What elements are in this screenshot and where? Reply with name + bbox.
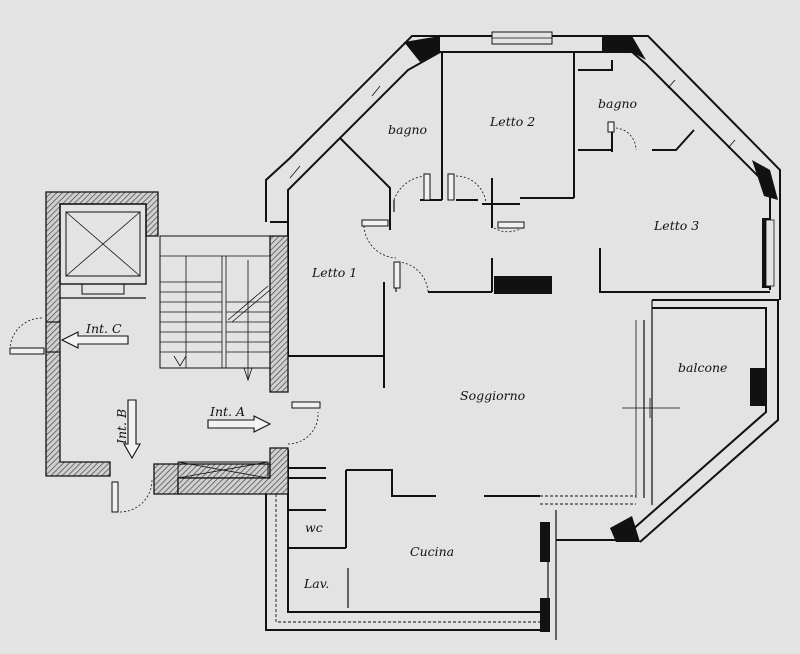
- interior-walls: [265, 52, 770, 640]
- entrance-label-int-c: Int. C: [85, 321, 122, 336]
- room-label-letto-2: Letto 2: [489, 114, 535, 129]
- room-label-wc: wc: [305, 520, 323, 535]
- stair-treads-left: [160, 281, 222, 353]
- room-label-bagno-1: bagno: [388, 122, 427, 137]
- arrow-c-icon: [60, 331, 129, 349]
- entrance-label-int-b: Int. B: [114, 409, 129, 445]
- entrance-label-int-a: Int. A: [209, 404, 245, 419]
- balcony-walls: [610, 299, 779, 543]
- door-leaves: [9, 121, 615, 513]
- room-label-cucina: Cucina: [410, 544, 454, 559]
- room-label-bagno-2: bagno: [598, 96, 637, 111]
- entrance-arrows: [60, 331, 272, 460]
- room-label-letto-1: Letto 1: [311, 265, 357, 280]
- arrow-b-icon: [123, 399, 141, 460]
- room-labels: bagno Letto 2 bagno Letto 3 Letto 1 Sogg…: [303, 96, 727, 591]
- room-label-letto-3: Letto 3: [653, 218, 699, 233]
- entrance-labels: Int. C Int. A Int. B: [85, 321, 245, 445]
- stairwell: [45, 191, 289, 495]
- exterior-wall: [265, 31, 781, 300]
- room-label-soggiorno: Soggiorno: [460, 388, 525, 403]
- room-label-lav: Lav.: [303, 576, 329, 591]
- door-arcs: [9, 127, 637, 513]
- room-label-balcone: balcone: [678, 360, 727, 375]
- arrow-a-icon: [207, 415, 272, 433]
